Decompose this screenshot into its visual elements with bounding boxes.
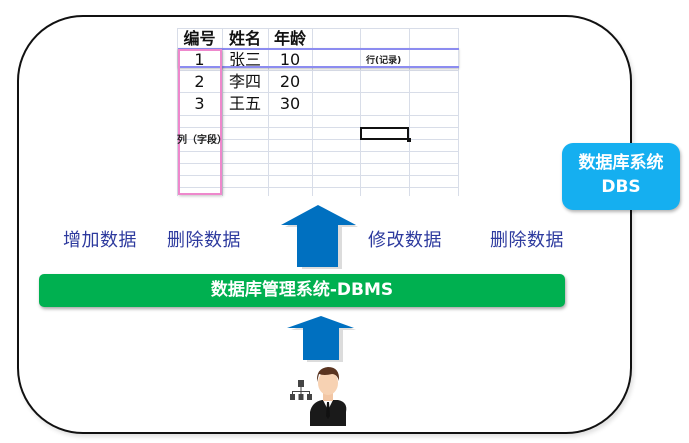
grid-line (177, 139, 459, 140)
row-annotation: 行(记录) (366, 56, 402, 66)
grid-line (177, 92, 459, 93)
op-delete-data: 删除数据 (167, 230, 241, 251)
arrow-up-icon (287, 316, 356, 362)
column-highlight (178, 49, 222, 195)
table-header-age: 年龄 (273, 29, 306, 48)
grid-line (177, 187, 459, 188)
grid-line (177, 28, 459, 29)
dbs-badge: 数据库系统 DBS (562, 143, 680, 210)
grid-line (458, 28, 459, 196)
grid-line (177, 151, 459, 152)
grid-line (177, 115, 459, 116)
data-table: 编号 姓名 年龄 1 张三 10 2 李四 20 3 王五 30 (177, 28, 459, 196)
dbs-title: 数据库系统 (578, 153, 664, 173)
grid-line (177, 28, 178, 196)
grid-line (268, 28, 269, 196)
grid-line (177, 70, 459, 71)
table-cell: 30 (279, 94, 301, 113)
table-cell: 张三 (228, 50, 261, 69)
column-annotation: 列（字段） (177, 135, 227, 146)
grid-line (312, 28, 313, 196)
grid-line (360, 28, 361, 196)
op-delete-data-2: 删除数据 (490, 230, 564, 251)
arrow-up-icon (281, 205, 358, 269)
business-user-icon (290, 367, 347, 426)
table-cell: 李四 (228, 72, 261, 91)
grid-line (222, 28, 223, 196)
table-header-id: 编号 (183, 29, 216, 48)
op-modify-data: 修改数据 (368, 230, 442, 251)
table-cell: 1 (194, 50, 205, 69)
table-header-name: 姓名 (228, 29, 261, 48)
dbs-abbrev: DBS (601, 177, 641, 197)
op-add-data: 增加数据 (63, 230, 137, 251)
table-cell: 10 (279, 50, 301, 69)
selected-cell (360, 127, 409, 140)
table-cell: 王五 (228, 94, 261, 113)
table-cell: 2 (194, 72, 205, 91)
table-cell: 20 (279, 72, 301, 91)
grid-line (177, 127, 459, 128)
grid-line (409, 28, 410, 196)
org-chart-icon (290, 380, 312, 400)
dbms-bar: 数据库管理系统-DBMS (39, 274, 565, 307)
grid-line (177, 163, 459, 164)
row-highlight (178, 48, 459, 68)
table-cell: 3 (194, 94, 205, 113)
fill-handle (407, 138, 411, 142)
grid-line (177, 175, 459, 176)
